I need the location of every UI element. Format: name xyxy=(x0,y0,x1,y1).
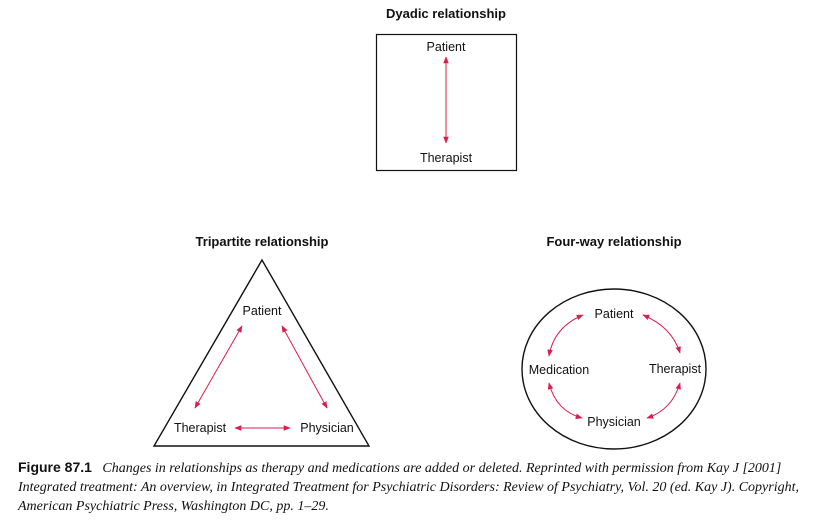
fourway-medication-label: Medication xyxy=(529,363,589,377)
tripartite-arrow-patient-therapist xyxy=(194,325,243,409)
fourway-title: Four-way relationship xyxy=(546,234,681,249)
fourway-patient-label: Patient xyxy=(595,307,634,321)
tripartite-diagram: Tripartite relationship Patient Therapis… xyxy=(152,234,371,447)
tripartite-arrow-patient-physician xyxy=(281,325,328,409)
tripartite-triangle xyxy=(152,258,371,447)
fourway-arrow-medication-physician xyxy=(547,382,583,420)
relationship-diagrams: Dyadic relationship Patient Therapist Tr… xyxy=(152,6,707,450)
figure-label: Figure 87.1 xyxy=(18,459,92,475)
fourway-arrow-patient-therapist xyxy=(642,314,681,354)
tripartite-therapist-label: Therapist xyxy=(174,421,227,435)
tripartite-patient-label: Patient xyxy=(243,304,282,318)
dyadic-title: Dyadic relationship xyxy=(386,6,506,21)
tripartite-title: Tripartite relationship xyxy=(196,234,329,249)
dyadic-patient-label: Patient xyxy=(427,40,466,54)
figure-caption: Figure 87.1 Changes in relationships as … xyxy=(18,458,808,516)
fourway-physician-label: Physician xyxy=(587,415,641,429)
dyadic-diagram: Dyadic relationship Patient Therapist xyxy=(375,6,518,172)
dyadic-box xyxy=(375,33,518,172)
dyadic-therapist-label: Therapist xyxy=(420,151,473,165)
fourway-therapist-label: Therapist xyxy=(649,362,702,376)
fourway-arrow-patient-medication xyxy=(547,314,584,357)
figure-caption-text: Changes in relationships as therapy and … xyxy=(18,461,799,514)
tripartite-physician-label: Physician xyxy=(300,421,354,435)
fourway-diagram: Four-way relationship Patient Medication… xyxy=(521,234,707,450)
fourway-ellipse xyxy=(521,288,707,450)
fourway-arrow-therapist-physician xyxy=(646,382,681,419)
